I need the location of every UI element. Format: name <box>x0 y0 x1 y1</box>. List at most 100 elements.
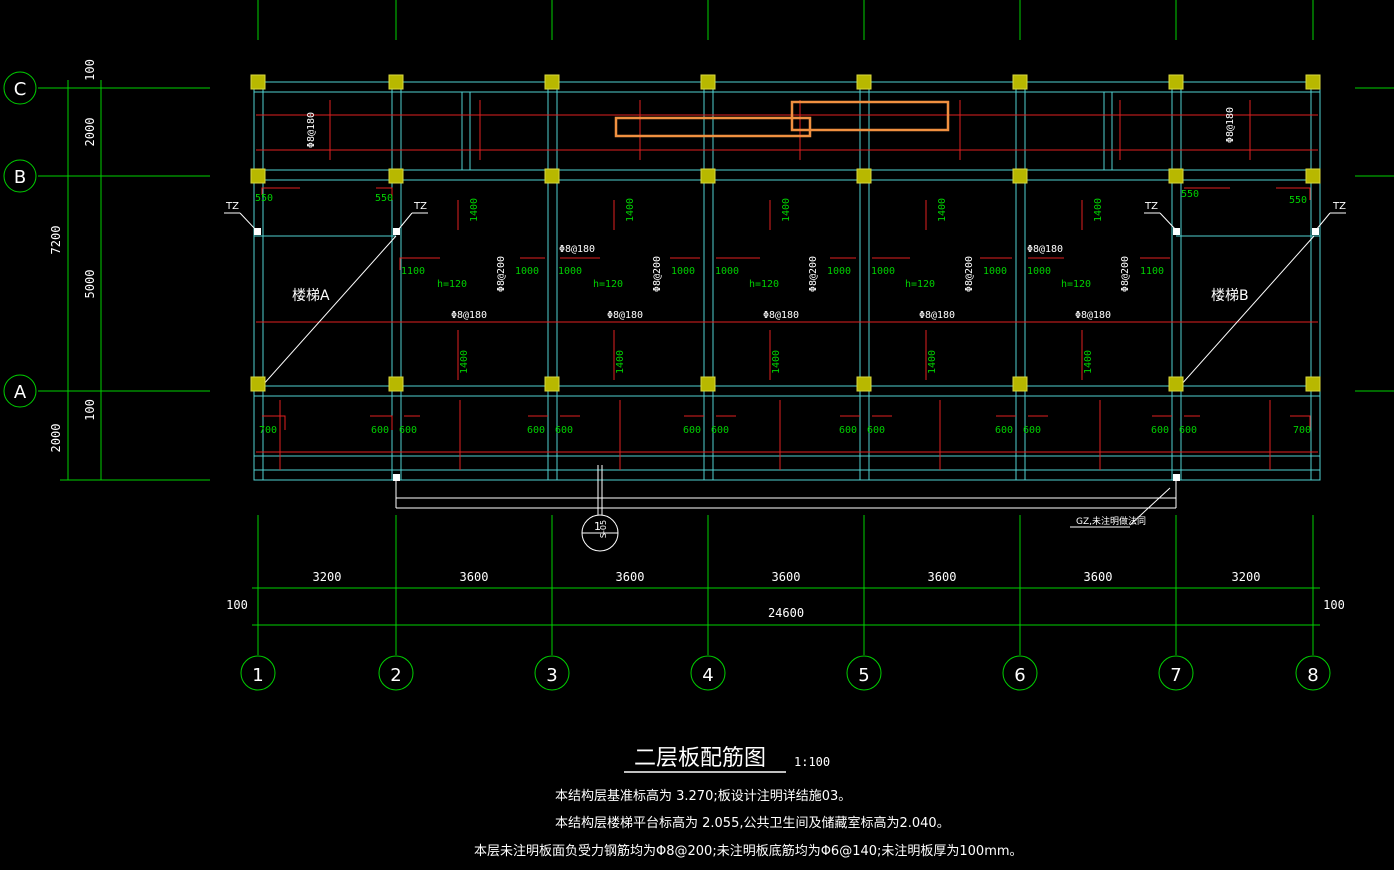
dim-left-2: 2000 <box>83 118 97 147</box>
dim-left-5: 100 <box>83 399 97 421</box>
dim-550-2: 550 <box>375 193 393 204</box>
slab-h-3: h=120 <box>749 279 779 290</box>
dim-550-4: 550 <box>1289 195 1307 206</box>
dim-1100-2: 1100 <box>1140 266 1164 277</box>
dim-1000-6: 1000 <box>871 266 895 277</box>
dim-600-2: 600 <box>399 425 417 436</box>
axis-label-1: 1 <box>252 665 263 686</box>
drawing-title: 二层板配筋图 <box>634 746 767 771</box>
dim-600-10: 600 <box>1023 425 1041 436</box>
gz-label: GZ,未注明做法同 <box>1076 515 1146 527</box>
rebar-180-4: Φ8@180 <box>919 310 955 321</box>
dim-left-4: 5000 <box>83 270 97 299</box>
rebar-200-3: Φ8@200 <box>808 256 819 292</box>
rebar-180-a: Φ8@180 <box>559 244 595 255</box>
rebar-180-1: Φ8@180 <box>451 310 487 321</box>
note-line-1: 本结构层基准标高为 3.270;板设计注明详结施03。 <box>555 789 852 804</box>
stair-a-label: 楼梯A <box>292 288 330 304</box>
dim-600-5: 600 <box>683 425 701 436</box>
axis-label-3: 3 <box>546 665 557 686</box>
dim-600-8: 600 <box>867 425 885 436</box>
dim-1400-10: 1400 <box>1083 350 1094 374</box>
slab-h-4: h=120 <box>905 279 935 290</box>
dim-700-1: 700 <box>259 425 277 436</box>
dim-span-6: 3600 <box>1084 570 1113 584</box>
dim-1000-8: 1000 <box>1027 266 1051 277</box>
stair-lines <box>224 212 1346 528</box>
rebar-200-5: Φ8@200 <box>1120 256 1131 292</box>
dim-1100-1: 1100 <box>401 266 425 277</box>
dim-1000-1: 1000 <box>515 266 539 277</box>
dim-1400-2: 1400 <box>625 198 636 222</box>
dim-600-11: 600 <box>1151 425 1169 436</box>
rebar-top-right: Φ8@180 <box>1225 107 1236 143</box>
rebar-top-left: Φ8@180 <box>306 112 317 148</box>
dim-left-1: 100 <box>83 59 97 81</box>
dim-span-1: 3200 <box>313 570 342 584</box>
axis-label-2: 2 <box>390 665 401 686</box>
dim-1000-2: 1000 <box>558 266 582 277</box>
dim-1400-3: 1400 <box>781 198 792 222</box>
dim-550-3: 550 <box>1181 189 1199 200</box>
tz-label-2: TZ <box>413 201 427 212</box>
slab-h-1: h=120 <box>437 279 467 290</box>
dim-span-3: 3600 <box>616 570 645 584</box>
dim-1400-5: 1400 <box>1093 198 1104 222</box>
dim-1000-4: 1000 <box>715 266 739 277</box>
dim-total: 24600 <box>768 606 804 620</box>
columns <box>250 74 1321 392</box>
rebar-180-2: Φ8@180 <box>607 310 643 321</box>
dim-1400-7: 1400 <box>615 350 626 374</box>
dim-span-4: 3600 <box>772 570 801 584</box>
dim-600-9: 600 <box>995 425 1013 436</box>
axis-label-a: A <box>14 382 27 403</box>
stair-b-label: 楼梯B <box>1211 288 1249 304</box>
rebar-180-b: Φ8@180 <box>1027 244 1063 255</box>
dim-1400-8: 1400 <box>771 350 782 374</box>
rebar-200-4: Φ8@200 <box>964 256 975 292</box>
axis-label-7: 7 <box>1170 665 1181 686</box>
axis-label-5: 5 <box>858 665 869 686</box>
small-columns <box>254 228 1319 481</box>
dim-700-2: 700 <box>1293 425 1311 436</box>
tz-label-4: TZ <box>1332 201 1346 212</box>
axis-label-4: 4 <box>702 665 713 686</box>
dim-600-1: 600 <box>371 425 389 436</box>
axis-label-b: B <box>14 167 26 188</box>
dim-1000-3: 1000 <box>671 266 695 277</box>
beam-outline <box>253 81 1321 481</box>
dim-left-6: 2000 <box>49 424 63 453</box>
dim-550-1: 550 <box>255 193 273 204</box>
slab-h-2: h=120 <box>593 279 623 290</box>
rebar <box>256 100 1318 470</box>
note-line-3: 本层未注明板面负受力钢筋均为Φ8@200;未注明板底筋均为Φ6@140;未注明板… <box>474 844 1023 859</box>
axis-bubbles <box>3 71 1331 691</box>
rebar-180-3: Φ8@180 <box>763 310 799 321</box>
axis-grid <box>38 0 1394 655</box>
dim-1400-6: 1400 <box>459 350 470 374</box>
dim-600-6: 600 <box>711 425 729 436</box>
note-line-2: 本结构层楼梯平台标高为 2.055,公共卫生间及储藏室标高为2.040。 <box>555 816 950 831</box>
dim-span-7: 3200 <box>1232 570 1261 584</box>
dim-600-12: 600 <box>1179 425 1197 436</box>
axis-label-c: C <box>14 79 27 100</box>
dim-1400-1: 1400 <box>469 198 480 222</box>
slab-h-5: h=120 <box>1061 279 1091 290</box>
dim-1400-9: 1400 <box>927 350 938 374</box>
dim-edge-left: 100 <box>226 598 248 612</box>
dim-600-4: 600 <box>555 425 573 436</box>
section-sheet: S-05 <box>599 520 608 538</box>
dim-1000-5: 1000 <box>827 266 851 277</box>
dim-span-5: 3600 <box>928 570 957 584</box>
dim-600-3: 600 <box>527 425 545 436</box>
rebar-200-1: Φ8@200 <box>496 256 507 292</box>
dim-1000-7: 1000 <box>983 266 1007 277</box>
dim-600-7: 600 <box>839 425 857 436</box>
section-number: 1 <box>594 520 601 533</box>
dim-1400-4: 1400 <box>937 198 948 222</box>
dim-span-2: 3600 <box>460 570 489 584</box>
highlight-boxes <box>614 100 950 138</box>
dim-left-3: 7200 <box>49 226 63 255</box>
axis-label-6: 6 <box>1014 665 1025 686</box>
